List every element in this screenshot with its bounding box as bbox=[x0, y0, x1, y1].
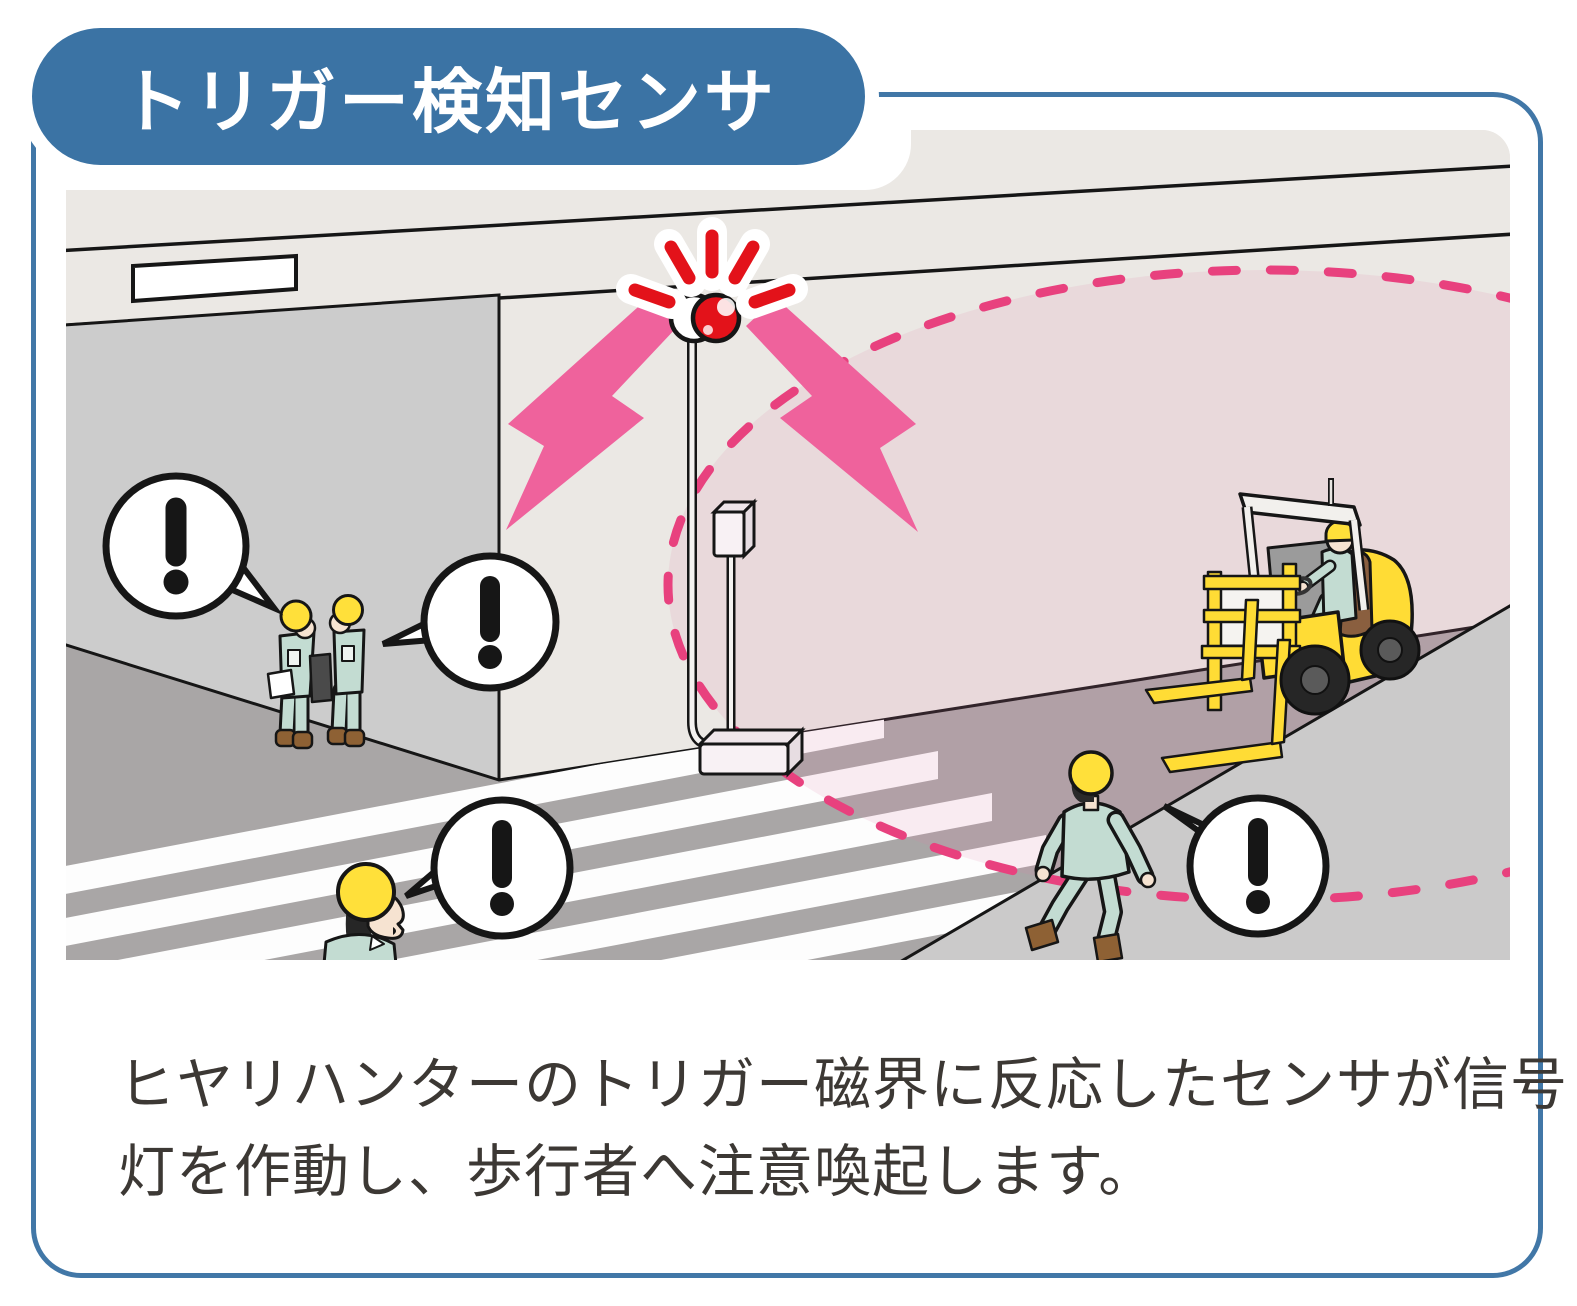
lightning-bolt-right-icon bbox=[746, 298, 918, 532]
sensor-unit-icon bbox=[696, 498, 806, 778]
forklift-icon bbox=[1144, 478, 1421, 774]
lightning-bolt-left-icon bbox=[506, 298, 678, 530]
exclamation-bubble-icon bbox=[404, 796, 574, 940]
title-badge: トリガー検知センサ bbox=[32, 28, 865, 165]
scene-svg bbox=[66, 130, 1510, 960]
bottom-worker-icon bbox=[322, 862, 405, 960]
illustration bbox=[66, 130, 1510, 960]
exclamation-bubbles bbox=[102, 472, 1330, 940]
exclamation-bubble-icon bbox=[1162, 794, 1330, 938]
exclamation-bubble-icon bbox=[381, 552, 560, 692]
caption-line-1: ヒヤリハンターのトリガー磁界に反応したセンサが信号 bbox=[118, 1053, 1568, 1117]
wall-seam-upper bbox=[66, 164, 1510, 253]
exclamation-bubble-icon bbox=[102, 472, 284, 620]
caption: ヒヤリハンターのトリガー磁界に反応したセンサが信号 灯を作動し、歩行者へ注意喚起… bbox=[118, 1042, 1568, 1216]
title-badge-label: トリガー検知センサ bbox=[120, 63, 777, 141]
sidewalk bbox=[900, 604, 1510, 960]
caption-line-2: 灯を作動し、歩行者へ注意喚起します。 bbox=[118, 1140, 1157, 1205]
flash-rays-icon bbox=[616, 217, 808, 319]
wall-sign bbox=[131, 253, 298, 304]
standing-workers-icon bbox=[266, 594, 366, 750]
walking-worker-icon bbox=[1024, 750, 1157, 960]
detection-zone-boundary bbox=[663, 265, 1510, 905]
